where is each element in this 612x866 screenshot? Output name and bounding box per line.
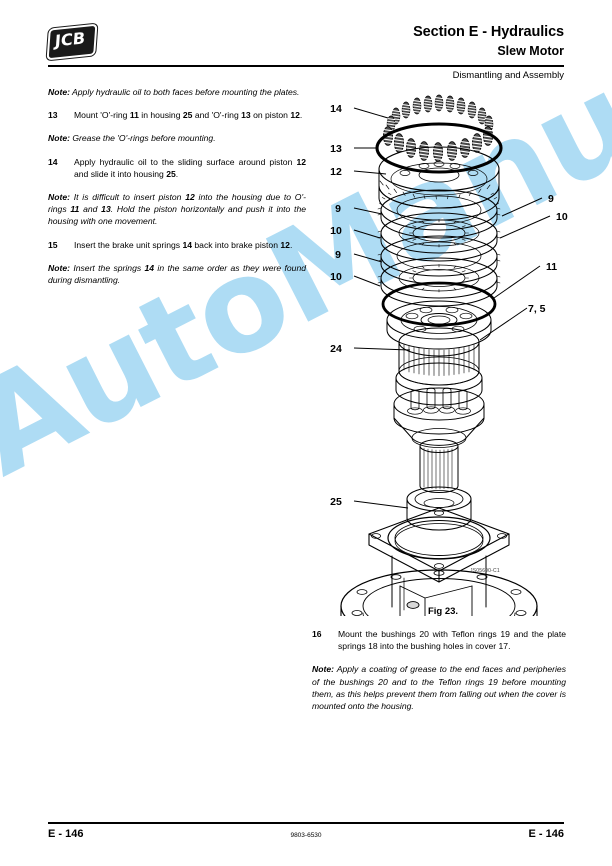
note-block: Note: Apply hydraulic oil to both faces … bbox=[48, 86, 306, 98]
note-text: Grease the 'O'-rings before mounting. bbox=[72, 133, 216, 144]
body-text: Mount the bushings 20 with Teflon rings … bbox=[338, 629, 566, 652]
callout-9-a: 9 bbox=[335, 203, 341, 215]
item-reference-number: 13 bbox=[101, 204, 111, 215]
body-text: and slide it into housing bbox=[74, 168, 167, 179]
body-text: Insert the brake unit springs bbox=[74, 239, 183, 250]
note-block: Note: Grease the 'O'-rings before mounti… bbox=[48, 132, 306, 144]
note-label: Note: bbox=[48, 262, 70, 273]
item-reference-number: 25 bbox=[182, 110, 193, 121]
item-reference-number: 12 bbox=[185, 192, 195, 203]
callout-24: 24 bbox=[330, 343, 342, 355]
footer-page-left: E - 146 bbox=[48, 828, 84, 840]
body-text: Mount 'O'-ring bbox=[74, 110, 130, 121]
callout-25: 25 bbox=[330, 496, 342, 508]
note-block: Note: Insert the springs 14 in the same … bbox=[48, 262, 306, 286]
page-header: JCB Section E - Hydraulics Slew Motor Di… bbox=[46, 23, 564, 90]
callout-13: 13 bbox=[330, 143, 342, 155]
item-reference-number: 11 bbox=[129, 110, 139, 121]
body-text: It is difficult to insert piston bbox=[73, 192, 186, 203]
step-text: Mount 'O'-ring 11 in housing 25 and 'O'-… bbox=[74, 110, 302, 120]
step-number: 14 bbox=[48, 156, 58, 167]
body-text: and 'O'-ring bbox=[192, 110, 242, 121]
body-text: . bbox=[289, 239, 293, 250]
body-text: . bbox=[175, 168, 179, 179]
note-label: Note: bbox=[48, 133, 70, 144]
item-reference-number: 12 bbox=[280, 239, 290, 250]
footer-divider bbox=[48, 822, 564, 824]
step-text: Insert the brake unit springs 14 back in… bbox=[74, 240, 292, 250]
right-text-column: 16 Mount the bushings 20 with Teflon ring… bbox=[312, 628, 566, 723]
item-reference-number: 11 bbox=[70, 204, 80, 215]
item-reference-number: 25 bbox=[166, 168, 176, 179]
note-text: Apply hydraulic oil to both faces before… bbox=[72, 87, 300, 97]
figure-23-drawing: 14 13 12 9 10 9 10 24 25 9 10 11 7, 5 bbox=[312, 86, 574, 616]
figure-caption: Fig 23. bbox=[427, 606, 459, 617]
callout-9-b: 9 bbox=[335, 249, 341, 261]
body-text: in housing bbox=[138, 110, 183, 121]
figure-drawing-code: JS05690-C1 bbox=[470, 568, 500, 574]
item-reference-number: 14 bbox=[144, 262, 155, 273]
body-text: Apply hydraulic oil to the sliding surfa… bbox=[74, 156, 297, 167]
item-reference-number: 12 bbox=[296, 156, 306, 167]
item-reference-number: 13 bbox=[241, 110, 251, 121]
callout-12: 12 bbox=[330, 166, 342, 178]
section-subtitle: Slew Motor bbox=[497, 44, 564, 58]
numbered-step: 16 Mount the bushings 20 with Teflon ring… bbox=[312, 628, 566, 652]
step-number: 15 bbox=[48, 239, 58, 250]
step-text: Apply hydraulic oil to the sliding surfa… bbox=[74, 157, 306, 179]
callout-10-c: 10 bbox=[556, 211, 568, 223]
note-block: Note: Apply a coating of grease to the e… bbox=[312, 663, 566, 712]
body-text: and bbox=[79, 204, 102, 215]
footer-page-right: E - 146 bbox=[528, 828, 564, 840]
jcb-logo-text: JCB bbox=[54, 28, 86, 51]
item-reference-number: 12 bbox=[290, 110, 300, 121]
header-divider bbox=[48, 65, 564, 67]
jcb-logo: JCB bbox=[46, 23, 98, 61]
step-number: 13 bbox=[48, 110, 58, 121]
note-label: Note: bbox=[312, 664, 334, 675]
body-text: back into brake piston bbox=[192, 239, 281, 250]
footer-document-number: 9803-6530 bbox=[290, 832, 322, 839]
callout-11: 11 bbox=[546, 261, 557, 273]
section-title: Section E - Hydraulics bbox=[413, 24, 564, 40]
body-text: Insert the springs bbox=[73, 262, 145, 273]
step-text: Mount the bushings 20 with Teflon rings … bbox=[338, 629, 566, 651]
page-footer: E - 146 9803-6530 E - 146 bbox=[48, 828, 564, 848]
callout-10-b: 10 bbox=[330, 271, 342, 283]
header-caption: Dismantling and Assembly bbox=[452, 70, 564, 81]
numbered-step: 15 Insert the brake unit springs 14 back … bbox=[48, 239, 306, 251]
note-text: Apply a coating of grease to the end fac… bbox=[312, 664, 566, 712]
body-text: . bbox=[299, 110, 303, 121]
callout-9-c: 9 bbox=[548, 193, 554, 205]
note-label: Note: bbox=[48, 192, 70, 203]
body-text: in the same order as they were found dur… bbox=[48, 262, 307, 286]
note-label: Note: bbox=[48, 87, 70, 97]
callout-7-5: 7, 5 bbox=[528, 303, 546, 315]
body-text: into the housing due to O'-rings bbox=[48, 192, 306, 215]
body-text: on piston bbox=[250, 110, 291, 121]
callout-10-a: 10 bbox=[330, 225, 342, 237]
body-text: . Hold the piston horizontally and push … bbox=[48, 204, 306, 227]
left-text-column: Note: Apply hydraulic oil to both faces … bbox=[48, 86, 306, 297]
numbered-step: 14 Apply hydraulic oil to the sliding sur… bbox=[48, 156, 306, 180]
callout-14: 14 bbox=[330, 103, 342, 115]
note-block: Note: It is difficult to insert piston 1… bbox=[48, 191, 306, 228]
item-reference-number: 14 bbox=[182, 239, 192, 250]
step-number: 16 bbox=[312, 629, 322, 639]
